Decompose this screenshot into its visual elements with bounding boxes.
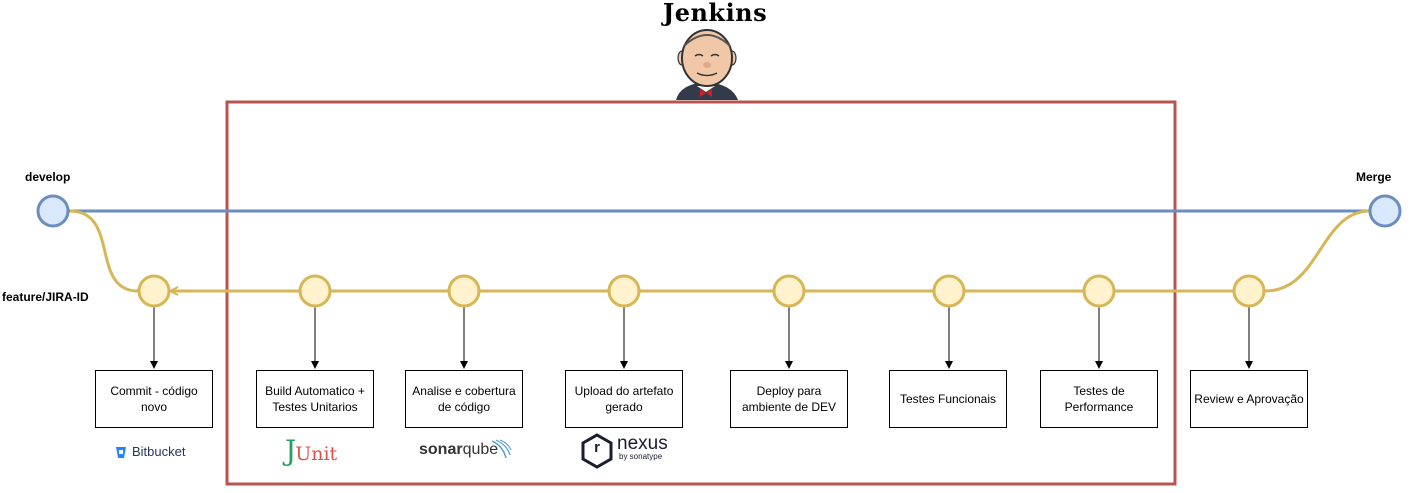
step-node-5[interactable] xyxy=(772,274,806,308)
sonarqube-logo-icon xyxy=(491,439,512,459)
jenkins-title: Jenkins xyxy=(662,0,768,27)
merge-node[interactable] xyxy=(1368,194,1402,228)
step-node-6[interactable] xyxy=(932,274,966,308)
step-commit-box[interactable]: Commit - código novo xyxy=(95,370,213,428)
feature-branch-line xyxy=(69,209,1371,293)
step-node-7[interactable] xyxy=(1082,274,1116,308)
step-node-8[interactable] xyxy=(1232,274,1266,308)
step-node-3[interactable] xyxy=(447,274,481,308)
bitbucket-logo-icon xyxy=(116,447,126,458)
step-node-4[interactable] xyxy=(607,274,641,308)
merge-label: Merge xyxy=(1356,170,1392,184)
step-functional-tests-box[interactable]: Testes Funcionais xyxy=(889,370,1007,428)
step-node-1[interactable] xyxy=(137,274,171,308)
step-deploy-box[interactable]: Deploy para ambiente de DEV xyxy=(730,370,848,428)
feature-branch-label: feature/JIRA-ID xyxy=(2,290,89,304)
jenkins-frame xyxy=(225,100,1177,486)
step-performance-tests-box[interactable]: Testes de Performance xyxy=(1040,370,1158,428)
step-node-2[interactable] xyxy=(298,274,332,308)
step-build-box[interactable]: Build Automatico + Testes Unitarios xyxy=(256,370,374,428)
nexus-logo-icon xyxy=(581,433,613,469)
bitbucket-logo: Bitbucket xyxy=(132,444,186,459)
develop-start-node[interactable] xyxy=(36,194,70,228)
jenkins-logo-icon xyxy=(676,29,738,100)
step-analysis-box[interactable]: Analise e cobertura de código xyxy=(405,370,523,428)
step-upload-box[interactable]: Upload do artefato gerado xyxy=(565,370,683,428)
develop-branch-label: develop xyxy=(25,170,71,184)
step-review-box[interactable]: Review e Aprovação xyxy=(1190,370,1308,428)
